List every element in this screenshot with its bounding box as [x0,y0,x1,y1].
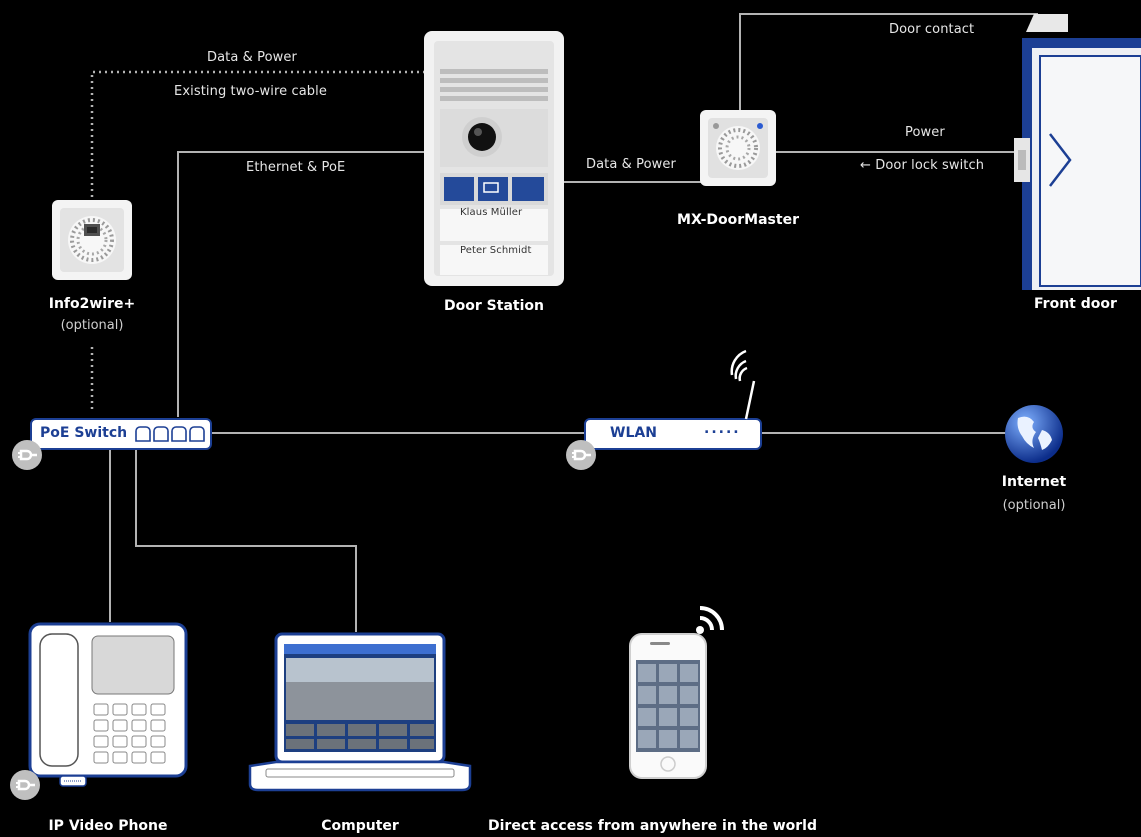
door-contact-line [739,13,1038,112]
wifi-signal-icon [694,602,734,640]
poe-switch-label: PoE Switch [40,425,128,441]
info2wire-note: (optional) [60,318,124,333]
wlan-label: WLAN [610,425,657,441]
name-plate-2: Peter Schmidt [460,245,532,256]
switch-computer-line [135,450,357,632]
wifi-router-icon [730,345,764,425]
internet-title: Internet [1001,474,1067,490]
data-power-label: Data & Power [207,50,297,65]
data-power-doormaster-label: Data & Power [586,157,676,172]
switch-ports-icon [134,425,206,447]
door-icon [1012,14,1141,294]
power-label: Power [905,125,945,140]
name-plate-1: Klaus Müller [460,207,523,218]
door-contact-label: Door contact [889,22,975,37]
ip-video-phone-icon [28,622,190,816]
internet-note: (optional) [1002,498,1066,513]
doormaster-module-icon [700,110,776,190]
ethernet-poe-line [177,151,425,417]
door-station-title: Door Station [444,298,544,314]
wlan-router [584,418,762,450]
wlan-status-dots: ..... [704,421,741,437]
poe-switch [30,418,212,450]
ip-phone-title: IP Video Phone [48,818,168,834]
door-lock-switch-label: ← Door lock switch [860,158,985,173]
info2wire-module-icon [52,200,132,284]
door-station-icon [424,31,564,290]
smartphone-title: Direct access from anywhere in the world [488,818,817,834]
info2wire-title: Info2wire+ [48,296,136,312]
power-plug-icon [566,440,596,470]
doormaster-title: MX-DoorMaster [677,212,799,228]
existing-cable-label: Existing two-wire cable [174,84,327,99]
laptop-icon [248,632,472,798]
smartphone-icon [628,632,708,784]
power-plug-icon [10,770,40,800]
ethernet-poe-label: Ethernet & PoE [246,160,346,175]
power-plug-icon [12,440,42,470]
computer-title: Computer [321,818,399,834]
front-door-title: Front door [1034,296,1117,312]
globe-icon [1004,404,1064,468]
